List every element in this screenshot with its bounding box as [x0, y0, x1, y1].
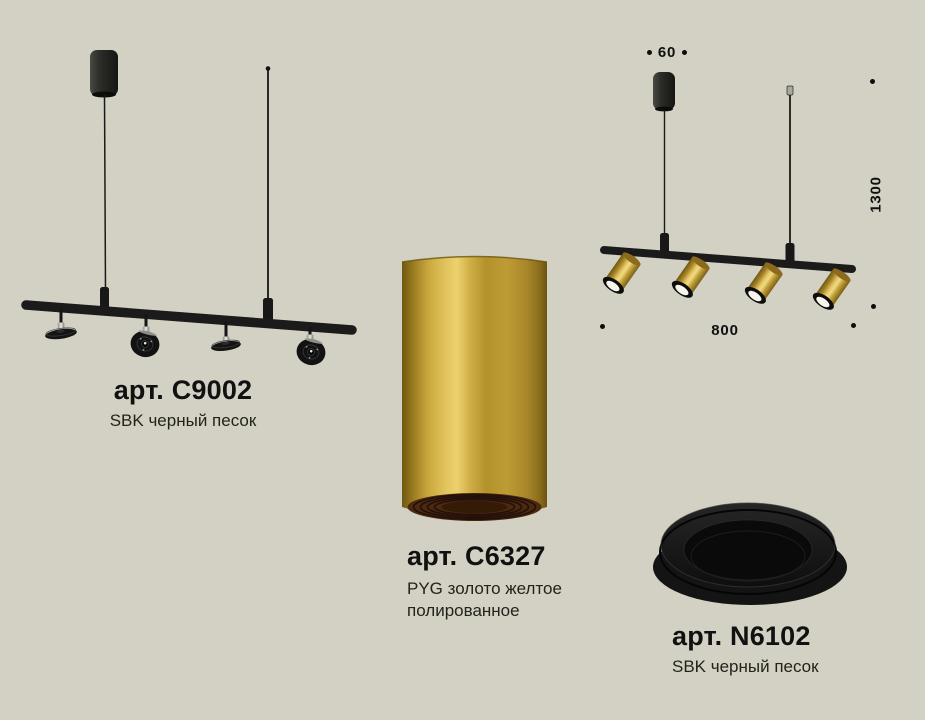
- dimension-dot: [646, 50, 652, 55]
- n6102-article-number: арт. N6102: [672, 621, 811, 651]
- c9002-pendant-drawing: [21, 50, 357, 366]
- dimension-dot: [870, 79, 875, 84]
- ceiling-canopy: [90, 50, 118, 98]
- dimension-dot: [682, 50, 688, 55]
- spot-head: [45, 308, 77, 340]
- rod-top-cap: [786, 85, 794, 96]
- gold-tube-body: [401, 255, 548, 518]
- rod-top-cap: [265, 66, 271, 71]
- spot-head: [130, 314, 160, 358]
- width-dimension: 60: [638, 44, 696, 61]
- gold-pendant-drawing: [600, 72, 856, 314]
- dimension-dot: [871, 304, 876, 309]
- c6327-article-number: арт. C6327: [407, 541, 546, 571]
- dimension-dot: [600, 324, 605, 329]
- track-bar: [21, 300, 357, 335]
- ceiling-canopy: [653, 72, 675, 112]
- c6327-tube-drawing: [401, 255, 548, 521]
- spot-head: [211, 321, 241, 352]
- c6327-caption: арт. C6327 PYG золото желтое полированно…: [407, 543, 587, 622]
- n6102-ring-drawing: [653, 502, 847, 605]
- c9002-caption: арт. C9002 SBK черный песок: [30, 377, 336, 431]
- spot-head: [296, 327, 326, 366]
- c6327-finish-line1: PYG золото желтое: [407, 579, 562, 598]
- dimension-dot: [851, 323, 856, 328]
- suspension-cable: [103, 94, 107, 291]
- n6102-caption: арт. N6102 SBK черный песок: [672, 623, 882, 677]
- c9002-finish-label: SBK черный песок: [109, 411, 257, 430]
- height-dimension: 1300: [868, 165, 885, 225]
- length-dimension-value: 800: [711, 322, 739, 339]
- length-dimension: 800: [695, 322, 755, 339]
- n6102-finish-label: SBK черный песок: [672, 657, 819, 676]
- gold-tube-threaded-interior: [407, 493, 542, 521]
- c9002-article-number: арт. C9002: [113, 375, 253, 405]
- height-dimension-value: 1300: [867, 176, 885, 213]
- c6327-finish-line2: полированное: [407, 601, 520, 621]
- mounting-ring: [653, 502, 847, 605]
- width-dimension-value: 60: [657, 44, 677, 61]
- track-bar: [600, 246, 856, 273]
